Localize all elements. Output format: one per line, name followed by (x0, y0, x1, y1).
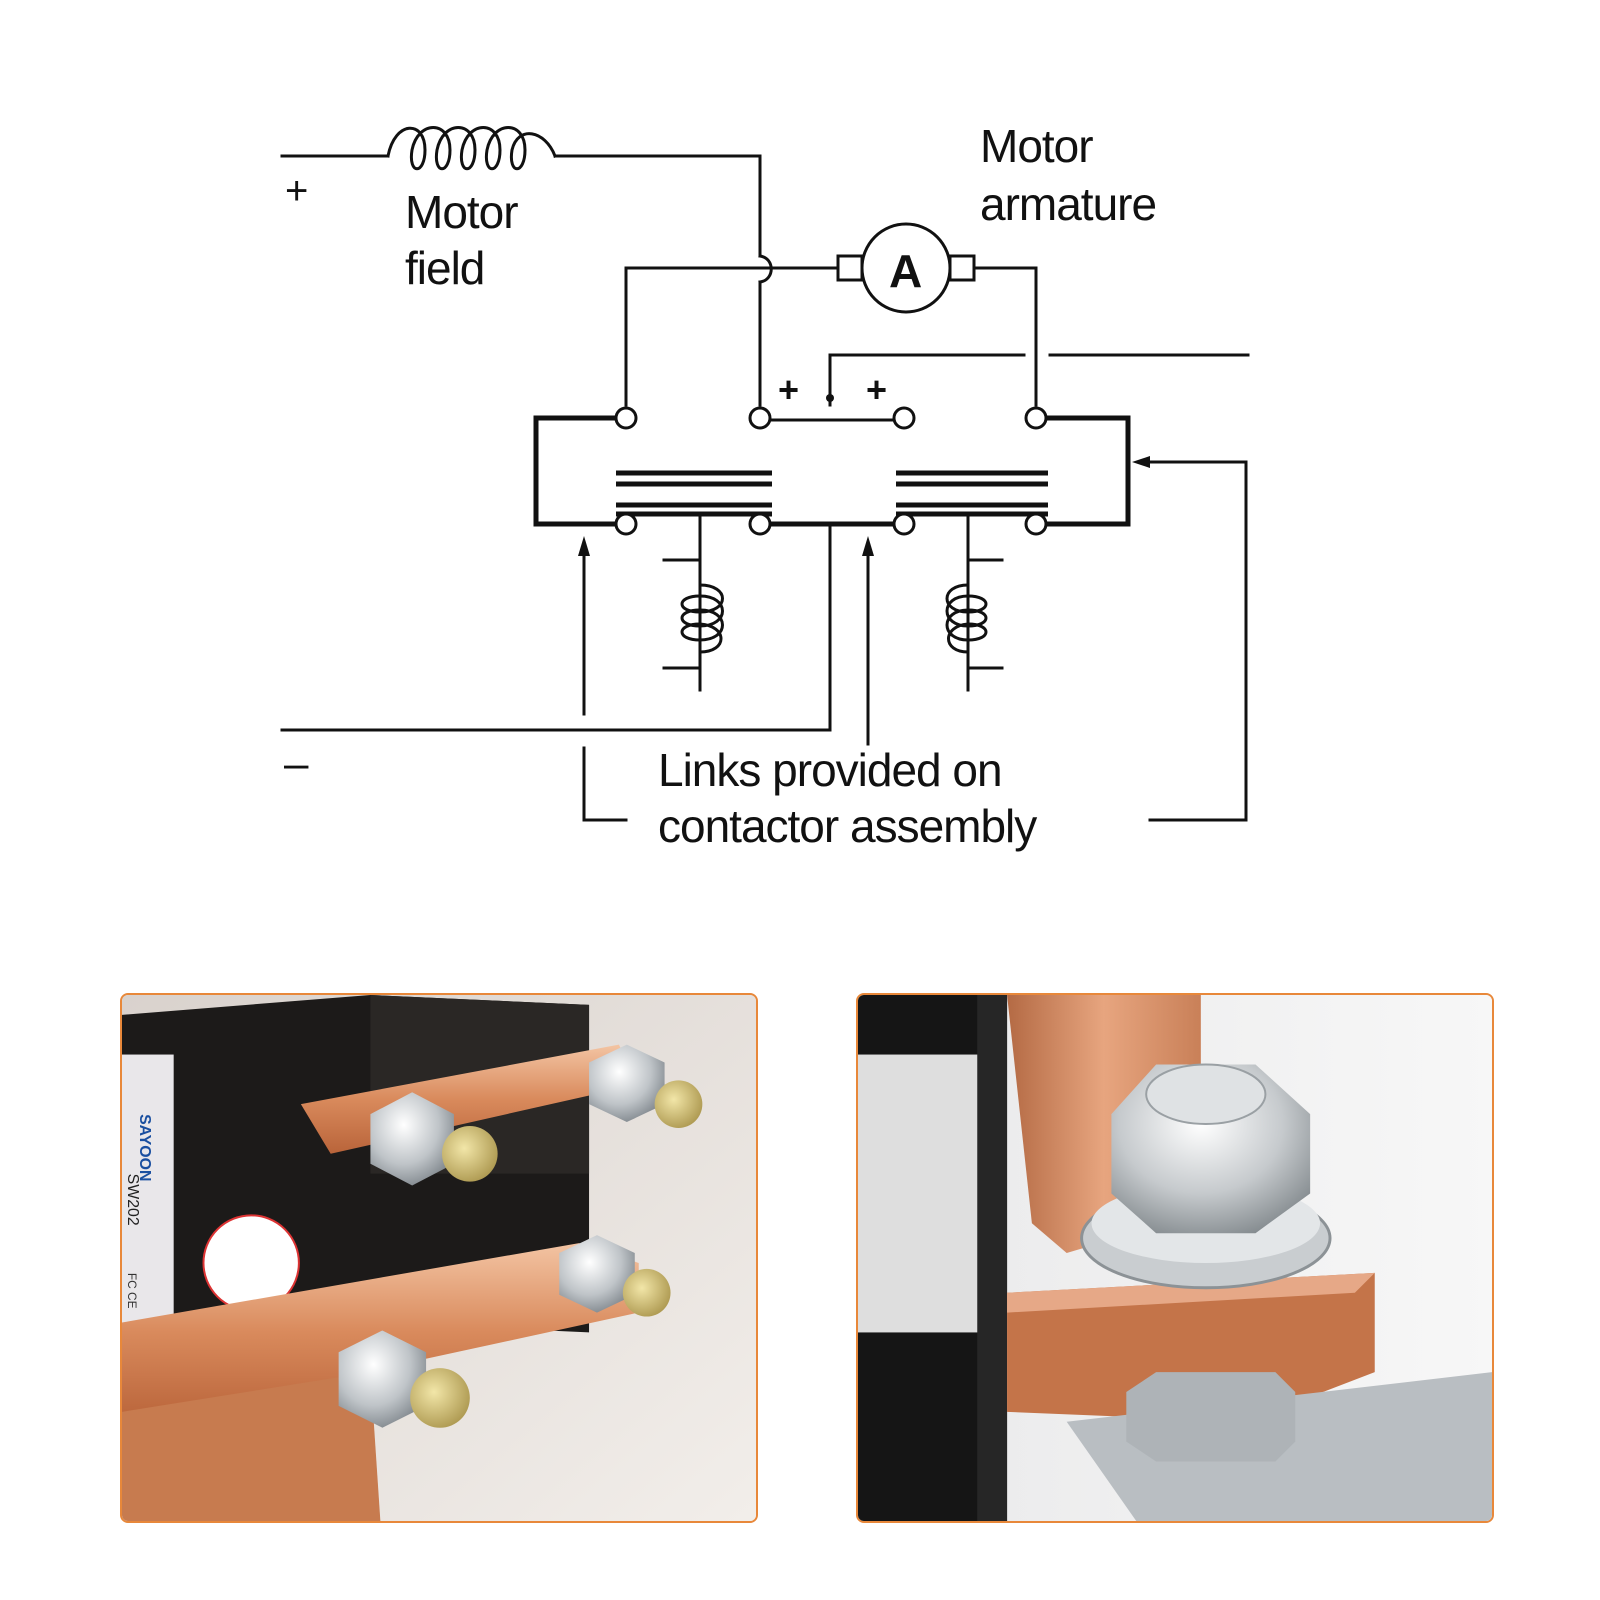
link-arrow-right-head (1132, 456, 1150, 468)
contact-plus-left-label: + (778, 369, 799, 410)
terminal-top-1 (614, 406, 638, 430)
terminal-bolt-4 (338, 1330, 470, 1428)
bolt-end (1145, 1063, 1267, 1126)
negative-terminal-label: – (284, 739, 309, 788)
negative-supply-wire (280, 522, 832, 732)
link-arrow-middle-head (862, 536, 874, 556)
positive-terminal-label: + (285, 169, 308, 213)
contactor-wiring-schematic: + Motor field A Motor armature + + (280, 120, 1250, 852)
link-arrow-right-line (1146, 460, 1248, 822)
terminal-bolt-3 (559, 1235, 671, 1317)
coil-a-icon (680, 583, 724, 654)
terminal-top-4 (1024, 406, 1048, 430)
links-note-label: Links provided on contactor assembly (658, 744, 1037, 852)
motor-field-label: Motor field (405, 186, 529, 294)
terminal-bolt-2 (589, 1044, 703, 1128)
cert-label: FC CE (125, 1273, 139, 1309)
contactor-outer-link-right (1036, 415, 1131, 527)
link-arrow-left-head (578, 536, 590, 556)
contactor-photo-right (856, 993, 1494, 1523)
terminal-bottom-2 (748, 512, 772, 536)
armature-right-wire (972, 266, 1038, 407)
product-label-sticker (122, 1054, 174, 1353)
device-label-plate (858, 1054, 998, 1333)
brand-label: SAYOON (136, 1114, 153, 1181)
model-label: SW202 (124, 1174, 141, 1226)
lower-nut (1126, 1372, 1296, 1462)
terminal-bottom-4 (1024, 512, 1048, 536)
motor-field-coil (386, 126, 557, 171)
control-link-top-wire (828, 353, 1026, 407)
armature-right-brush (948, 254, 976, 282)
contactor-outer-link-left (533, 415, 626, 527)
field-return-wire (553, 154, 762, 258)
terminal-bolt-1 (370, 1092, 498, 1186)
link-bracket-left (582, 746, 628, 822)
terminal-bottom-3 (892, 512, 916, 536)
terminal-top-2 (748, 406, 772, 430)
terminal-bottom-1 (614, 512, 638, 536)
armature-left-brush (836, 254, 864, 282)
motor-armature-label: Motor armature (980, 120, 1156, 230)
armature-symbol-label: A (889, 245, 922, 297)
contact-plus-right-label: + (866, 369, 887, 410)
terminal-top-3 (892, 406, 916, 430)
coil-b-icon (945, 583, 988, 654)
contactor-photo-left: SAYOON SW202 FC CE (120, 993, 758, 1523)
armature-left-wire (624, 266, 840, 407)
